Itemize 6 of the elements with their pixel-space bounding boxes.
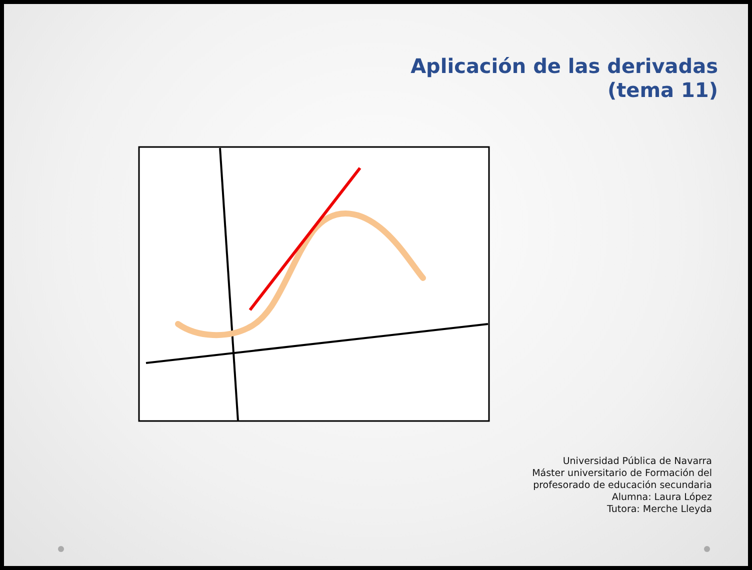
credit-line: Tutora: Merche Lleyda <box>606 504 712 516</box>
credit-line: Alumna: Laura López <box>610 492 712 504</box>
slide-title: Aplicación de las derivadas (tema 11) <box>410 54 718 102</box>
credit-line: Universidad Pública de Navarra <box>562 456 712 468</box>
credit-line: profesorado de educación secundaria <box>532 480 712 492</box>
credit-line: Máster universitario de Formación del <box>531 468 712 480</box>
